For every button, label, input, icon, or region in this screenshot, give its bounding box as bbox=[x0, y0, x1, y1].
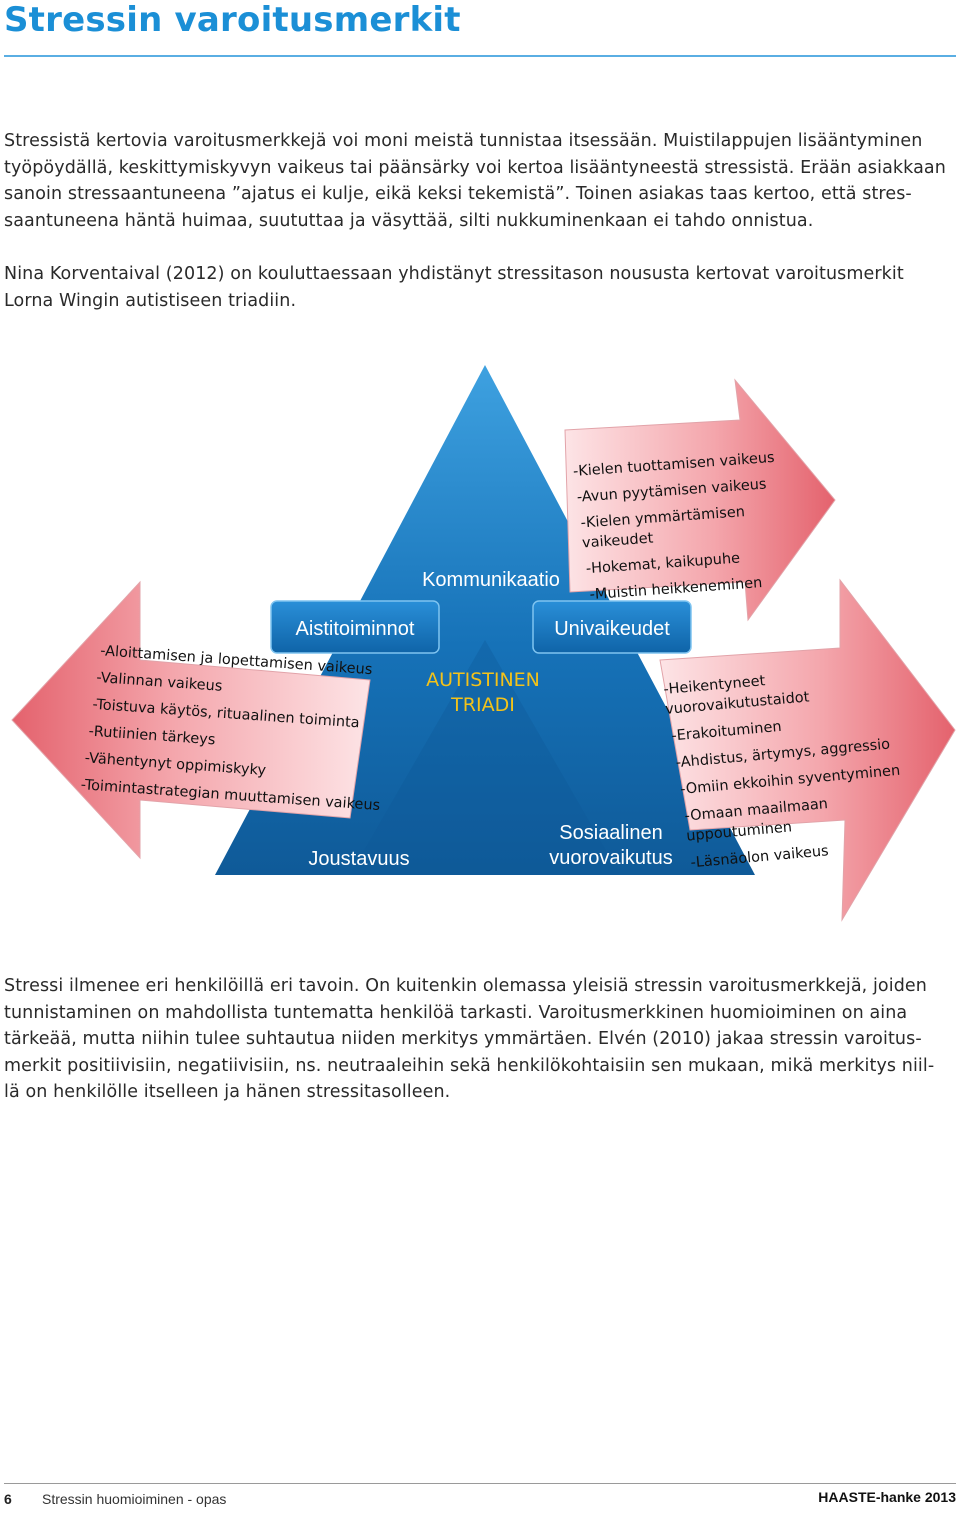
text-line: Nina Korventaival (2012) on kouluttaessa… bbox=[4, 264, 904, 284]
aistitoiminnot-box bbox=[270, 600, 440, 654]
footer-brand: HAASTE-hanke 2013 bbox=[818, 1489, 956, 1505]
aistitoiminnot-label: Aistitoiminnot bbox=[296, 618, 415, 640]
triad-paragraph: Nina Korventaival (2012) on kouluttaessa… bbox=[4, 261, 952, 314]
text-line: työpöydällä, keskittymiskyvyn vaikeus ta… bbox=[4, 157, 946, 178]
sosiaalinen-label-line1: Sosiaalinen bbox=[559, 822, 662, 844]
intro-paragraph: Stressistä kertovia varoitusmerkkejä voi… bbox=[4, 128, 952, 234]
text-line: Stressi ilmenee eri henkilöillä eri tavo… bbox=[4, 976, 927, 996]
footer-divider bbox=[4, 1483, 956, 1484]
footer-title: Stressin huomioiminen - opas bbox=[42, 1491, 227, 1507]
text-line: tunnistaminen on mahdollista tuntematta … bbox=[4, 1002, 908, 1023]
sosiaalinen-label-line2: vuorovaikutus bbox=[549, 847, 672, 869]
univaikeudet-box bbox=[532, 600, 692, 654]
univaikeudet-label: Univaikeudet bbox=[554, 618, 670, 640]
page-title: Stressin varoitusmerkit bbox=[4, 0, 461, 40]
text-line: sanoin stressaantuneena ”ajatus ei kulje… bbox=[4, 184, 912, 204]
inner-triangle bbox=[350, 640, 620, 875]
autism-triad-diagram: Aistitoiminnot Univaikeudet Kommunikaati… bbox=[11, 365, 956, 922]
center-label-line1: AUTISTINEN bbox=[426, 669, 540, 691]
joustavuus-label: Joustavuus bbox=[308, 848, 409, 870]
text-line: saantuneena häntä huimaa, suututtaa ja v… bbox=[4, 210, 814, 231]
text-line: Stressistä kertovia varoitusmerkkejä voi… bbox=[4, 131, 923, 151]
closing-paragraph: Stressi ilmenee eri henkilöillä eri tavo… bbox=[4, 973, 952, 1106]
text-line: lä on henkilölle itselleen ja hänen stre… bbox=[4, 1082, 451, 1102]
arrow-sosiaalinen bbox=[659, 578, 956, 922]
arrow-joustavuus bbox=[11, 580, 371, 860]
center-label-line2: TRIADI bbox=[450, 694, 515, 716]
text-line: Lorna Wingin autistiseen triadiin. bbox=[4, 290, 297, 311]
text-line: merkit positiivisiin, negatiivisiin, ns.… bbox=[4, 1055, 935, 1076]
page-number: 6 bbox=[4, 1491, 12, 1507]
kommunikaatio-label: Kommunikaatio bbox=[422, 569, 560, 591]
arrow-top-item: vaikeudet bbox=[582, 531, 655, 552]
arrow-kommunikaatio bbox=[564, 378, 836, 622]
title-divider bbox=[4, 55, 956, 57]
text-line: tärkeää, mutta niihin tulee suhtautua ni… bbox=[4, 1029, 922, 1049]
